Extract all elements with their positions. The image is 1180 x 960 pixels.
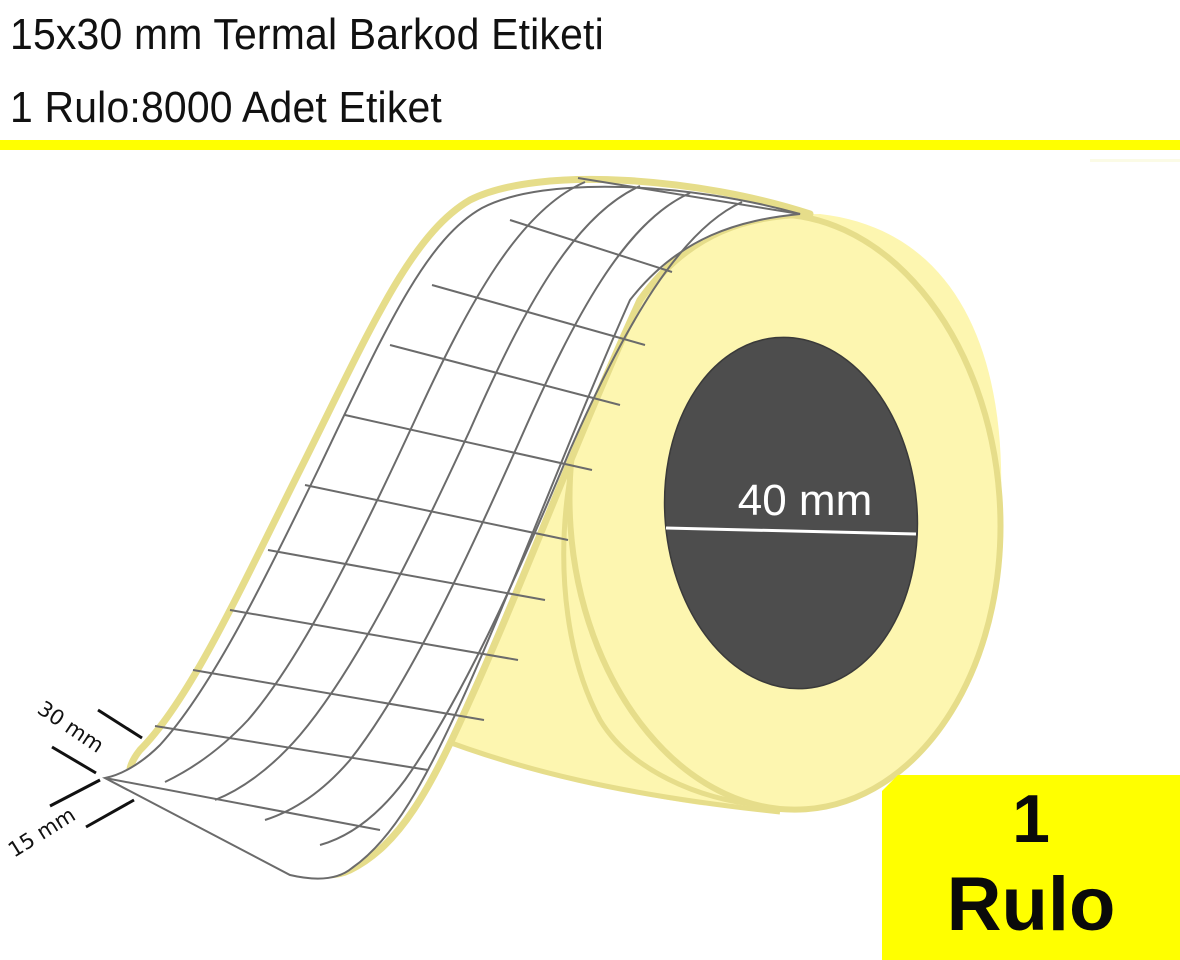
roll-body: 40 mm	[429, 211, 1004, 815]
roll-core	[663, 336, 919, 690]
product-quantity-subtitle: 1 Rulo:8000 Adet Etiket	[10, 83, 442, 132]
product-title: 15x30 mm Termal Barkod Etiketi	[10, 10, 604, 59]
header: 15x30 mm Termal Barkod Etiketi 1 Rulo:80…	[0, 0, 1180, 140]
label-width-annotation: 15 mm	[4, 803, 80, 863]
badge-unit: Rulo	[946, 862, 1116, 947]
yellow-divider	[0, 140, 1180, 150]
label-grid-columns	[164, 181, 743, 846]
faint-divider	[1090, 159, 1180, 162]
core-diameter-label: 40 mm	[738, 476, 872, 525]
core-diameter-line	[665, 526, 917, 536]
label-height-annotation: 30 mm	[33, 696, 108, 757]
badge-quantity: 1	[1012, 781, 1050, 857]
roll-count-badge: 1 Rulo	[882, 775, 1180, 960]
label-strip	[102, 175, 814, 880]
label-grid-rows	[104, 177, 801, 831]
